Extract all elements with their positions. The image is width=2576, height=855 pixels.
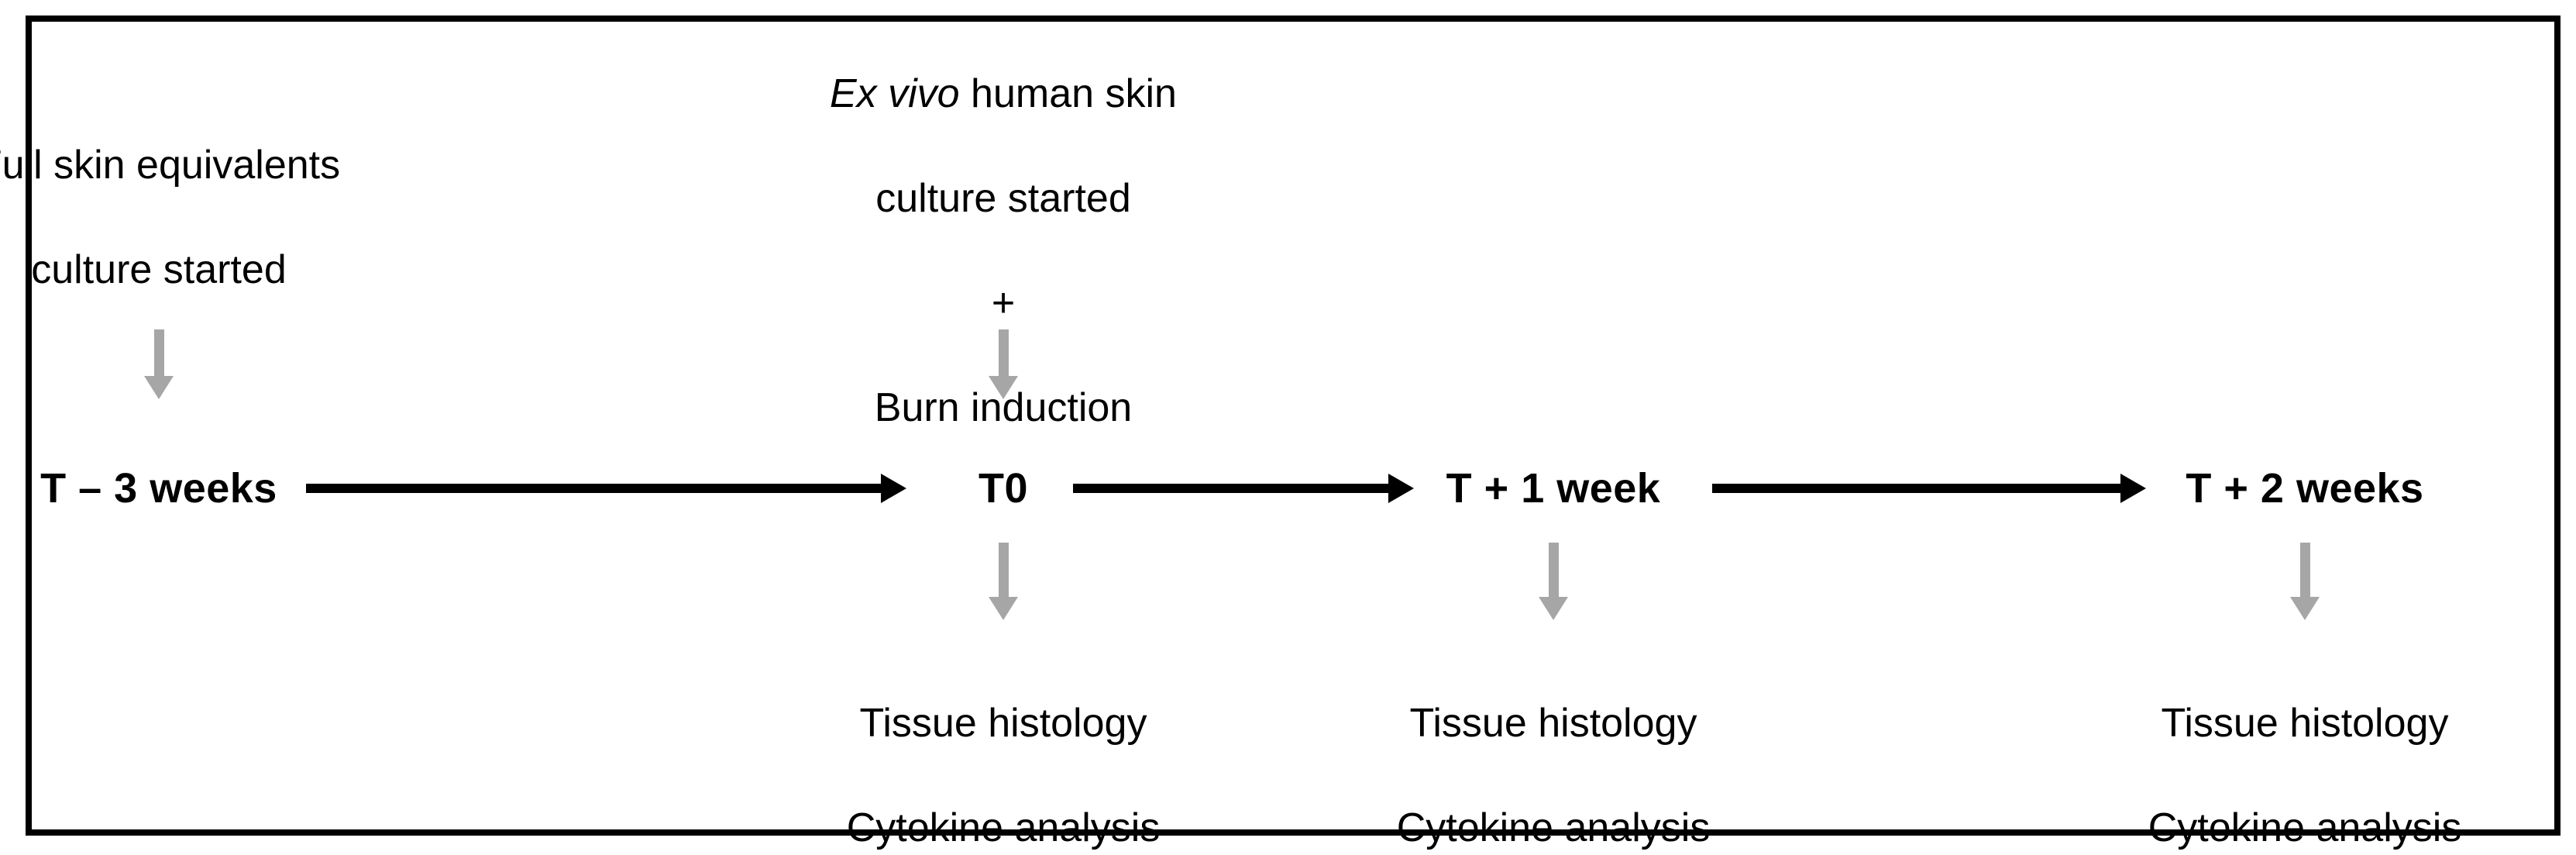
event-label-full-skin-equivalents: Full skin equivalents culture started: [0, 87, 414, 349]
down-arrow-icon-readout-t0: [988, 543, 1019, 620]
timeline-node-t0: T0: [978, 465, 1029, 512]
readout-line-1: Tissue histology: [859, 700, 1147, 746]
readout-label-t0: Tissue histology Cytokine analysis: [748, 645, 1259, 855]
event-line-1: Ex vivo human skin: [717, 68, 1290, 121]
timeline-connector-1: [306, 474, 906, 503]
timeline-node-t-minus-3-weeks: T – 3 weeks: [40, 465, 277, 512]
event-line-1: Full skin equivalents: [0, 142, 341, 188]
readout-line-1: Tissue histology: [2161, 700, 2449, 746]
timeline-node-t-plus-2-weeks: T + 2 weeks: [2186, 465, 2424, 512]
ex-vivo-rest: human skin: [959, 71, 1177, 116]
down-arrow-icon-readout-t-plus-1-week: [1538, 543, 1569, 620]
event-line-2: culture started: [875, 175, 1131, 221]
timeline-node-t-plus-1-week: T + 1 week: [1446, 465, 1661, 512]
ex-vivo-italic: Ex vivo: [830, 71, 960, 116]
readout-label-t-plus-2-weeks: Tissue histology Cytokine analysis: [2049, 645, 2561, 855]
readout-line-2: Cytokine analysis: [1396, 805, 1711, 850]
event-line-plus: +: [991, 280, 1016, 326]
readout-line-2: Cytokine analysis: [846, 805, 1161, 850]
figure-border: [26, 16, 2561, 836]
down-arrow-icon-full-skin-equivalents: [143, 329, 174, 399]
timeline-connector-2: [1073, 474, 1414, 503]
timeline-connector-3: [1712, 474, 2146, 503]
readout-line-2: Cytokine analysis: [2148, 805, 2462, 850]
event-line-2: culture started: [31, 247, 287, 292]
down-arrow-icon-readout-t-plus-2-weeks: [2289, 543, 2320, 620]
event-label-ex-vivo-burn-induction: Ex vivo human skin culture started + Bur…: [717, 16, 1290, 487]
readout-label-t-plus-1-week: Tissue histology Cytokine analysis: [1298, 645, 1809, 855]
down-arrow-icon-burn-induction: [988, 329, 1019, 399]
readout-line-1: Tissue histology: [1409, 700, 1697, 746]
